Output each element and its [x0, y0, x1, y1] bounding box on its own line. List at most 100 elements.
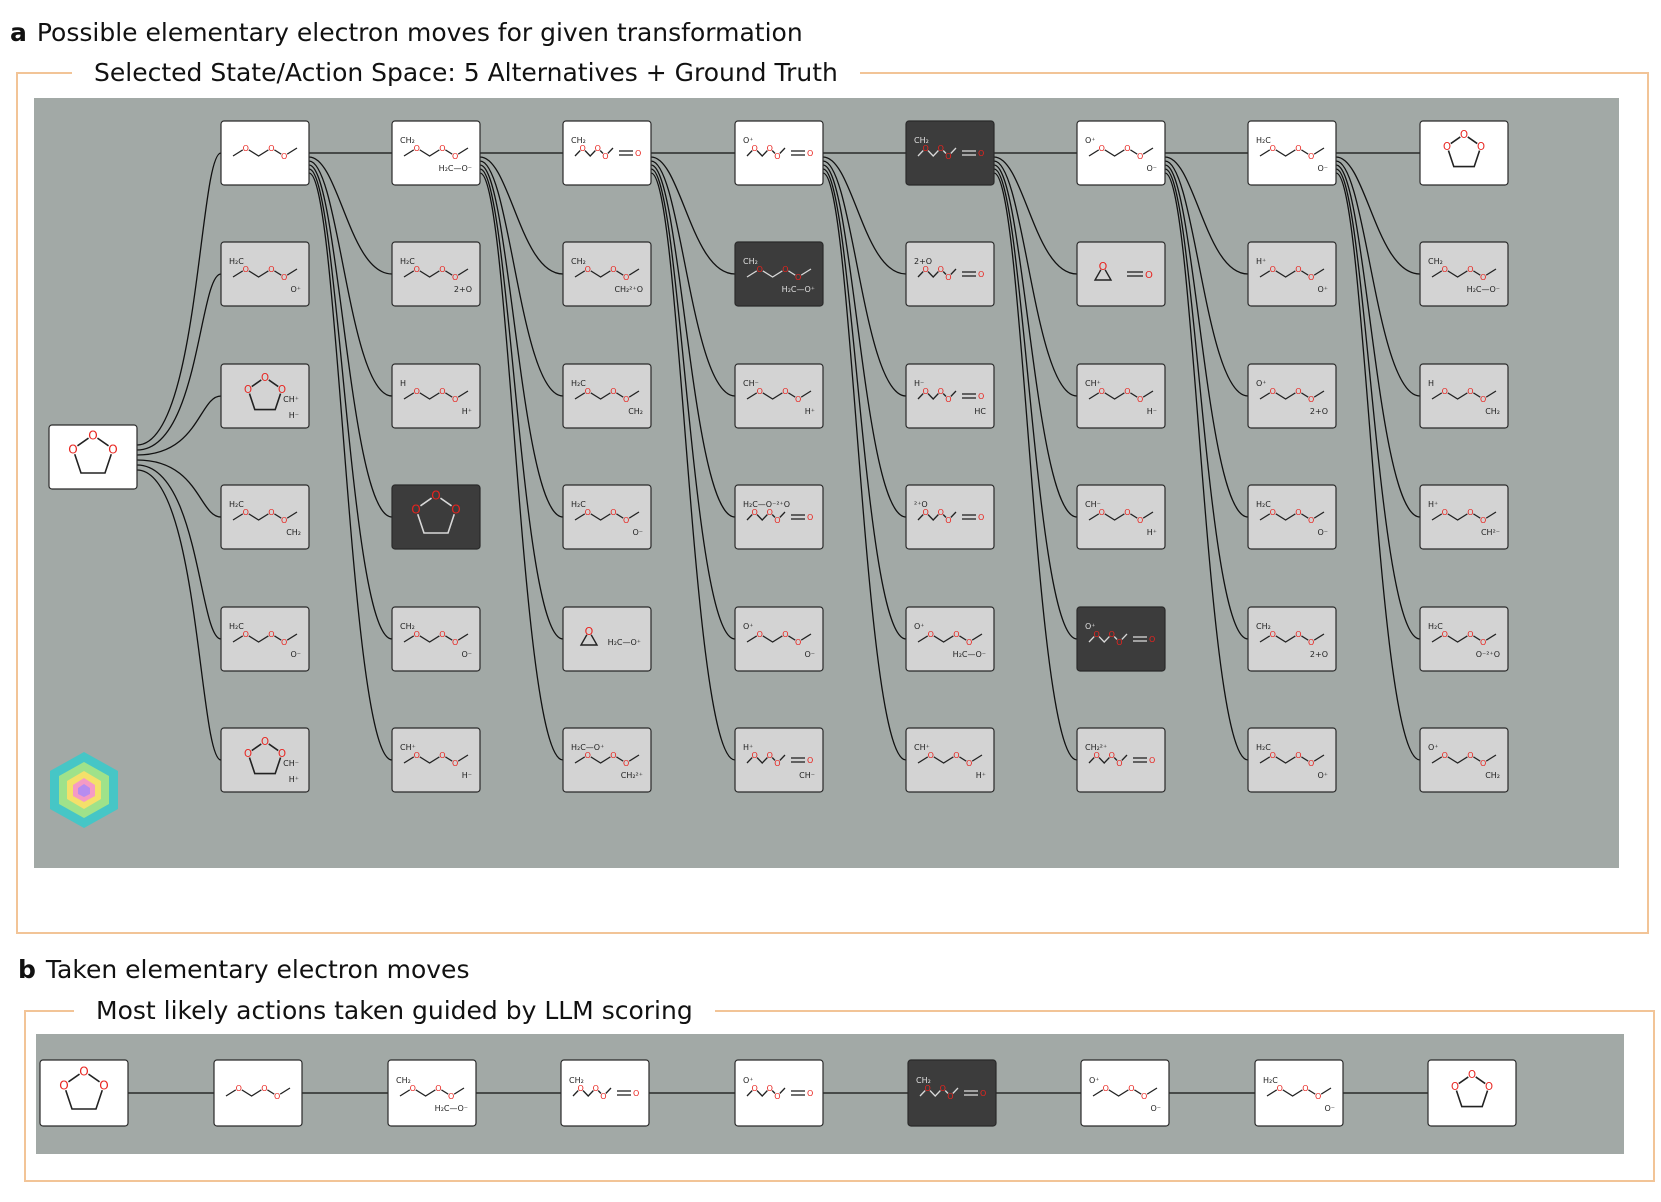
- molecule-label: H⁺: [462, 407, 472, 416]
- svg-text:O: O: [585, 751, 591, 760]
- molecule-label: CH₂: [569, 1076, 584, 1085]
- path-node[interactable]: OOO: [39, 1059, 129, 1127]
- molecule-label: CH₂: [1485, 771, 1500, 780]
- svg-text:O: O: [243, 265, 249, 274]
- tree-node[interactable]: OOO: [1419, 120, 1509, 186]
- molecule-box: [387, 1059, 477, 1127]
- svg-text:O: O: [966, 759, 972, 768]
- svg-text:O: O: [1480, 273, 1486, 282]
- tree-node[interactable]: OOO: [391, 484, 481, 550]
- molecule-label: O⁻: [290, 650, 301, 659]
- tree-root-node[interactable]: OOO: [48, 424, 138, 490]
- svg-text:O: O: [978, 270, 984, 279]
- svg-text:O: O: [1480, 516, 1486, 525]
- molecule-label: O⁺: [743, 1076, 754, 1085]
- molecule-box: [1247, 606, 1337, 672]
- panel-a-heading-text: Possible elementary electron moves for g…: [36, 18, 803, 47]
- app-logo: [46, 750, 122, 830]
- svg-text:O: O: [1460, 130, 1468, 141]
- svg-text:O: O: [945, 152, 951, 161]
- svg-text:O: O: [281, 273, 287, 282]
- molecule-label: CH⁻: [1085, 500, 1101, 509]
- svg-text:O: O: [945, 273, 951, 282]
- svg-text:O: O: [1480, 638, 1486, 647]
- svg-text:O: O: [439, 387, 445, 396]
- svg-text:O: O: [938, 265, 944, 274]
- molecule-label: O⁺: [1085, 136, 1096, 145]
- svg-text:O: O: [414, 751, 420, 760]
- path-node[interactable]: OOO: [1427, 1059, 1517, 1127]
- svg-text:O: O: [448, 1092, 454, 1101]
- molecule-label: H₂C—O⁺: [608, 638, 641, 647]
- svg-text:O: O: [595, 144, 601, 153]
- svg-text:O: O: [980, 1089, 986, 1098]
- svg-text:O: O: [268, 630, 274, 639]
- molecule-label: H₂C—O⁻: [953, 650, 986, 659]
- tree-node[interactable]: OO: [1076, 241, 1166, 307]
- molecule-label: CH₂²⁺: [621, 771, 643, 780]
- svg-text:O: O: [281, 516, 287, 525]
- tree-edge: [479, 172, 564, 761]
- molecule-label: CH²⁻: [1481, 528, 1500, 537]
- svg-text:O: O: [1451, 1082, 1459, 1093]
- svg-text:O: O: [1468, 1070, 1476, 1081]
- svg-text:O: O: [947, 1092, 953, 1101]
- svg-text:O: O: [274, 1092, 280, 1101]
- molecule-label: H⁻: [462, 771, 472, 780]
- molecule-label: O⁻: [1324, 1104, 1335, 1113]
